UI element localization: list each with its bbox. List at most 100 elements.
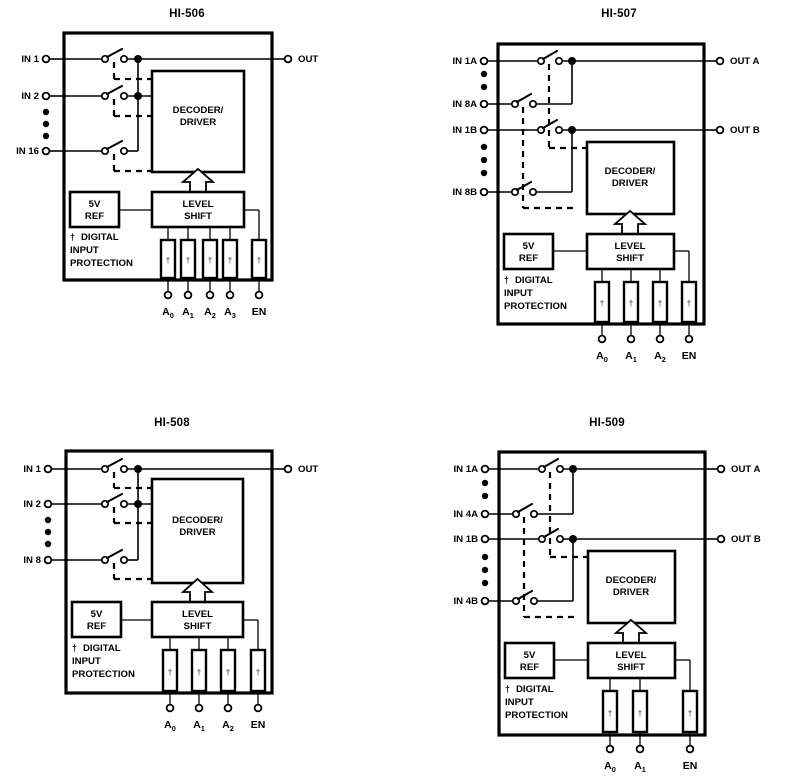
output-pin[interactable] <box>283 464 293 474</box>
output-pin[interactable] <box>716 464 726 474</box>
input-pin[interactable] <box>480 596 490 606</box>
analog-switch[interactable] <box>100 457 154 490</box>
panel-hi-509: HI-509 IN 1A IN 4A IN 1B IN 4B <box>400 400 800 783</box>
chip-outline <box>497 450 707 737</box>
decoder-label-line1: DECODER/ <box>605 166 656 177</box>
level-label-line1: LEVEL <box>183 199 214 210</box>
bottom-pin[interactable] <box>635 744 645 754</box>
analog-switch[interactable] <box>100 139 154 173</box>
bottom-pin[interactable] <box>684 334 694 344</box>
bottom-pin[interactable] <box>163 290 173 300</box>
bottom-pin[interactable] <box>605 744 615 754</box>
panel-title: HI-506 <box>169 8 205 20</box>
bottom-pin[interactable] <box>194 703 204 713</box>
junction-dot <box>134 500 142 508</box>
bottom-pin[interactable] <box>254 290 264 300</box>
diagram-hi-507: HI-507 IN 1A IN 8A IN 1B IN 8B <box>452 8 760 364</box>
bottom-pin[interactable] <box>225 290 235 300</box>
bottom-pin[interactable] <box>597 334 607 344</box>
output-pin[interactable] <box>715 56 725 66</box>
input-label: IN 2 <box>21 91 39 102</box>
output-label: OUT A <box>730 56 760 67</box>
input-pin[interactable] <box>43 464 53 474</box>
analog-switch[interactable] <box>100 47 154 81</box>
input-pin[interactable] <box>480 464 490 474</box>
output-label: OUT B <box>731 534 761 545</box>
bottom-pin-label: A1 <box>193 719 205 733</box>
decoder-driver-block <box>150 69 246 174</box>
svg-text:†: † <box>257 256 261 265</box>
analog-switch[interactable] <box>511 589 539 606</box>
protection-cell: † <box>159 227 177 300</box>
bottom-pin[interactable] <box>626 334 636 344</box>
level-label-line2: SHIFT <box>184 621 212 632</box>
ellipsis-dot <box>481 566 489 574</box>
protection-cell: † <box>681 689 699 754</box>
bottom-pin-label: A0 <box>604 760 616 774</box>
bottom-pin[interactable] <box>223 703 233 713</box>
input-pin[interactable] <box>479 56 489 66</box>
protection-line1: DIGITAL <box>83 643 121 654</box>
output-pin[interactable] <box>283 54 293 64</box>
level-shift-block <box>586 641 677 680</box>
input-label: IN 1A <box>453 464 478 475</box>
analog-switch[interactable] <box>100 84 154 118</box>
input-pin[interactable] <box>480 534 490 544</box>
decoder-label-line2: DRIVER <box>613 587 649 598</box>
output-pin[interactable] <box>715 125 725 135</box>
junction-dot <box>569 465 577 473</box>
decoder-label-line2: DRIVER <box>179 527 215 538</box>
ellipsis-dot <box>481 553 489 561</box>
decoder-label-line2: DRIVER <box>612 178 648 189</box>
output-pin[interactable] <box>716 534 726 544</box>
input-pin[interactable] <box>479 125 489 135</box>
input-pin[interactable] <box>41 146 51 156</box>
panel-title: HI-509 <box>589 417 625 429</box>
analog-switch[interactable] <box>100 492 154 525</box>
panel-title: HI-507 <box>601 8 637 20</box>
svg-text:†: † <box>658 299 662 308</box>
panel-hi-506: HI-506 IN 1 IN 2 IN 16 <box>0 0 400 395</box>
ref-label-line1: 5V <box>523 241 535 252</box>
bottom-pin[interactable] <box>253 703 263 713</box>
input-pin[interactable] <box>43 555 53 565</box>
ellipsis-dot <box>480 143 488 151</box>
bottom-pin[interactable] <box>685 744 695 754</box>
level-label-line1: LEVEL <box>615 241 646 252</box>
svg-text:†: † <box>688 709 692 718</box>
analog-switch[interactable] <box>537 457 590 559</box>
input-pin[interactable] <box>479 99 489 109</box>
input-label: IN 1 <box>23 464 41 475</box>
level-label-line2: SHIFT <box>616 253 644 264</box>
input-pin[interactable] <box>479 187 489 197</box>
analog-switch[interactable] <box>510 92 576 210</box>
input-pin[interactable] <box>43 499 53 509</box>
bottom-pin[interactable] <box>205 290 215 300</box>
decoder-driver-block <box>585 140 676 216</box>
ellipsis-dot <box>480 156 488 164</box>
ref-label-line1: 5V <box>91 609 103 620</box>
bottom-pin-label: A1 <box>634 760 646 774</box>
ellipsis-dot <box>481 579 489 587</box>
diagram-hi-508: HI-508 IN 1 IN 2 IN 8 <box>23 417 318 733</box>
bottom-pin[interactable] <box>655 334 665 344</box>
svg-text:†: † <box>166 256 170 265</box>
bottom-pin-label: A1 <box>182 306 194 320</box>
protection-cell: † <box>593 269 611 344</box>
output-label: OUT <box>298 54 318 65</box>
level-label-line2: SHIFT <box>617 662 645 673</box>
input-pin[interactable] <box>41 54 51 64</box>
ref-label-line1: 5V <box>89 199 101 210</box>
svg-text:†: † <box>226 668 230 677</box>
input-pin[interactable] <box>41 91 51 101</box>
bottom-pin[interactable] <box>165 703 175 713</box>
bottom-pin-label: A2 <box>654 350 666 364</box>
analog-switch[interactable] <box>100 548 154 581</box>
analog-switch[interactable] <box>537 527 565 544</box>
analog-switch[interactable] <box>536 49 589 150</box>
input-label: IN 1B <box>452 125 477 136</box>
protection-cell: † <box>680 280 698 344</box>
analog-switch[interactable] <box>511 502 577 619</box>
bottom-pin[interactable] <box>183 290 193 300</box>
input-pin[interactable] <box>480 509 490 519</box>
